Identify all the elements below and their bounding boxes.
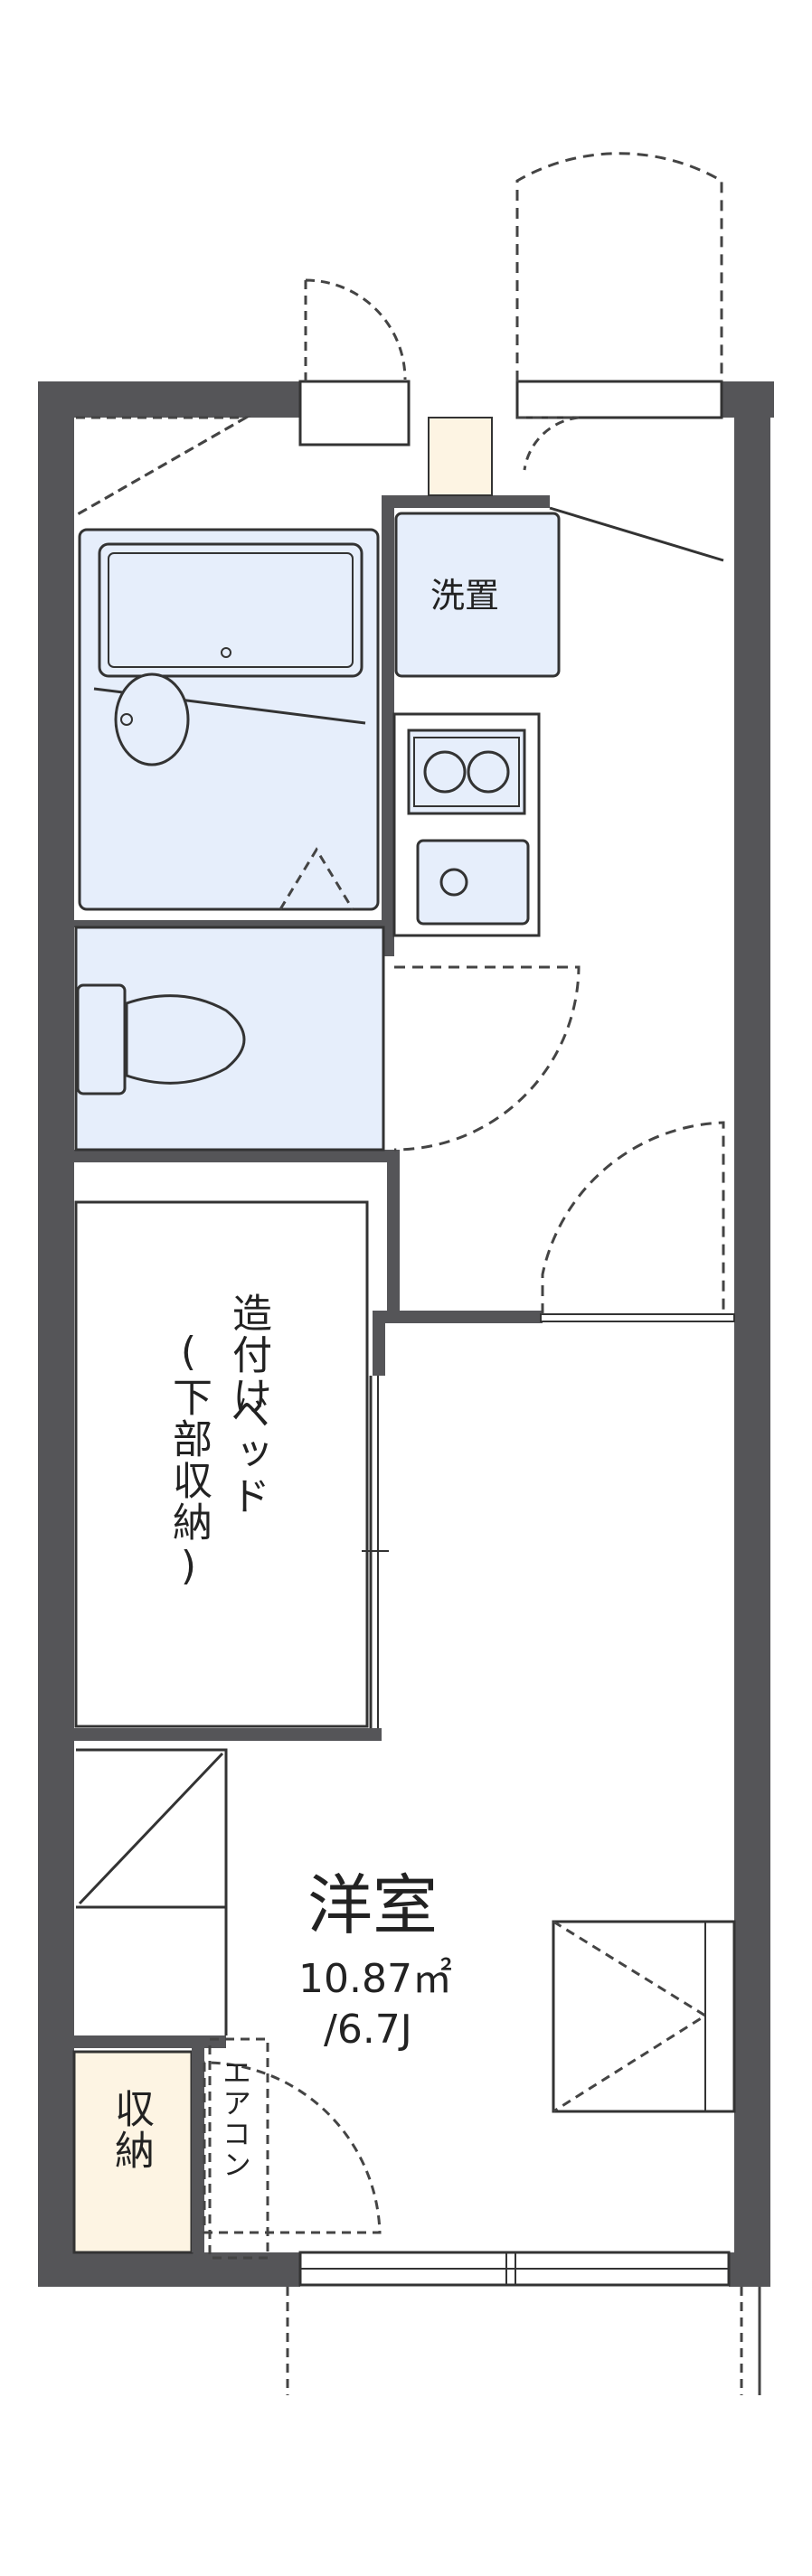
bed-label-col3: (下部収納)	[165, 1329, 212, 1591]
main-room-size: /6.7J	[324, 2007, 412, 2053]
bath-drain	[221, 647, 231, 658]
toilet-bowl	[125, 994, 246, 1085]
storage-closet	[72, 2048, 382, 2254]
bed-label-col2: ベッド	[223, 1392, 269, 1517]
room-door	[540, 1121, 735, 1322]
laundry-label: 洗置	[430, 576, 500, 616]
kitchen-counter	[392, 712, 541, 937]
room-furniture	[552, 1920, 736, 2113]
partition-line	[549, 506, 724, 562]
entrance-door	[515, 152, 723, 471]
laundry-space	[394, 512, 561, 678]
interior-walls	[74, 495, 550, 2048]
unit-bath	[75, 416, 380, 911]
main-room-name: 洋室	[307, 1867, 439, 1943]
loft-ladder	[76, 1748, 228, 2035]
stove-burner-left	[423, 750, 467, 794]
washbasin	[114, 672, 190, 766]
vent-window	[298, 278, 411, 447]
main-room-area: 10.87㎡	[298, 1956, 452, 2002]
built-in-bed	[74, 1200, 389, 1728]
aircon-label: エアコン	[218, 2057, 252, 2180]
stove-burner-right	[467, 750, 510, 794]
kitchen-sink	[416, 839, 530, 926]
bed-label-col1: 造付け	[225, 1293, 271, 1417]
shoe-storage	[428, 417, 493, 496]
balcony-window	[286, 2251, 761, 2395]
toilet-room	[74, 926, 581, 1152]
storage-label: 収納	[108, 2088, 154, 2171]
